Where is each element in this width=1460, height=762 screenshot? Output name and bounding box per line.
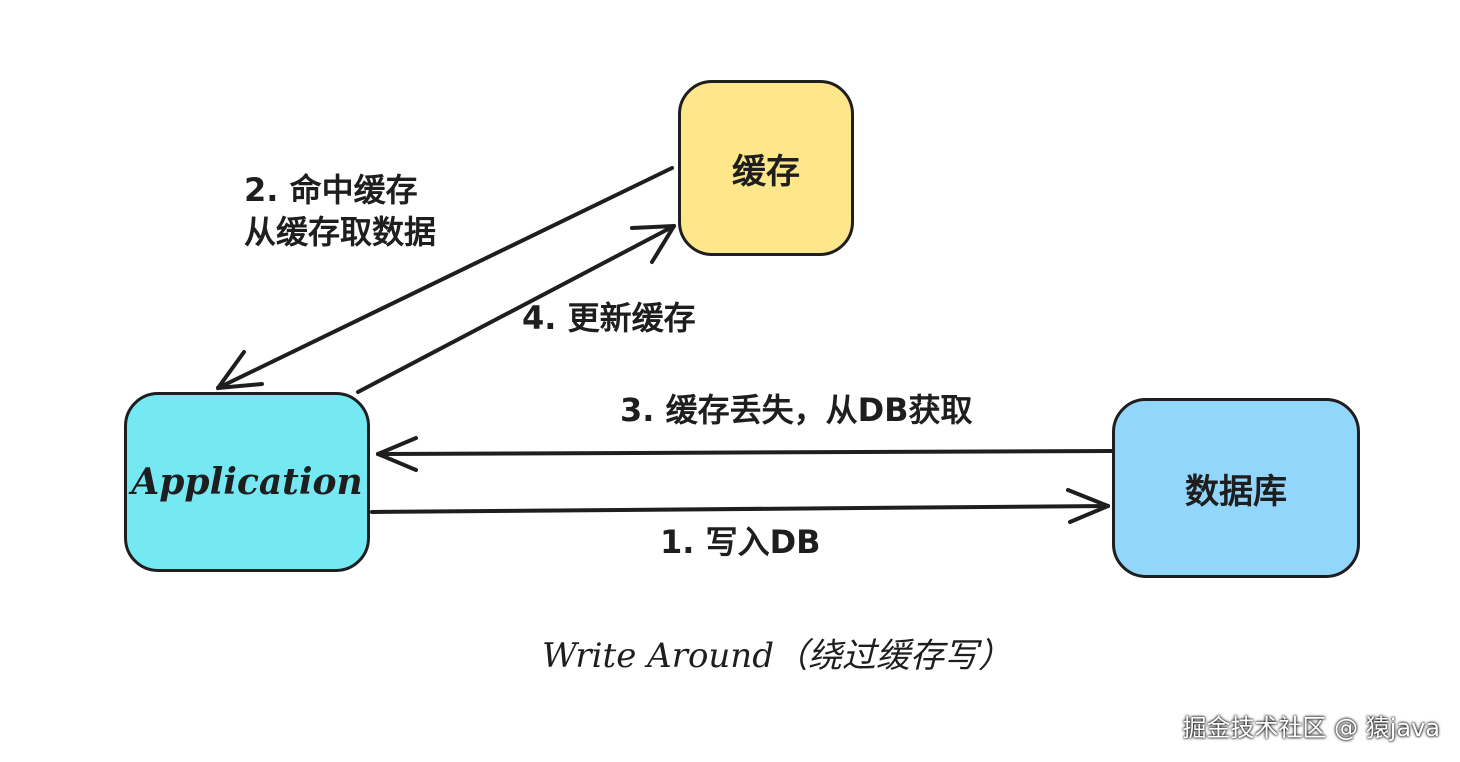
application-node: Application xyxy=(124,392,370,572)
edge-application-to-cache xyxy=(356,224,676,394)
edge-cache-to-application xyxy=(216,166,674,390)
step1-label: 1. 写入DB xyxy=(660,523,821,561)
step2-label-line1: 2. 命中缓存 xyxy=(244,171,418,209)
database-node-label: 数据库 xyxy=(1185,471,1287,512)
step2-label: 2. 命中缓存 从缓存取数据 xyxy=(244,170,436,253)
database-node: 数据库 xyxy=(1112,398,1360,578)
watermark: 掘金技术社区 @ 猿java xyxy=(1182,714,1440,742)
cache-node: 缓存 xyxy=(678,80,854,256)
step4-label: 4. 更新缓存 xyxy=(522,299,696,337)
cache-node-label: 缓存 xyxy=(732,151,800,192)
edge-application-to-database xyxy=(370,488,1110,524)
diagram-caption: Write Around（绕过缓存写） xyxy=(542,636,1012,676)
step2-label-line2: 从缓存取数据 xyxy=(244,212,437,251)
edge-database-to-application xyxy=(376,436,1114,472)
application-node-label: Application xyxy=(131,461,363,503)
step3-label: 3. 缓存丢失，从DB获取 xyxy=(620,391,973,429)
